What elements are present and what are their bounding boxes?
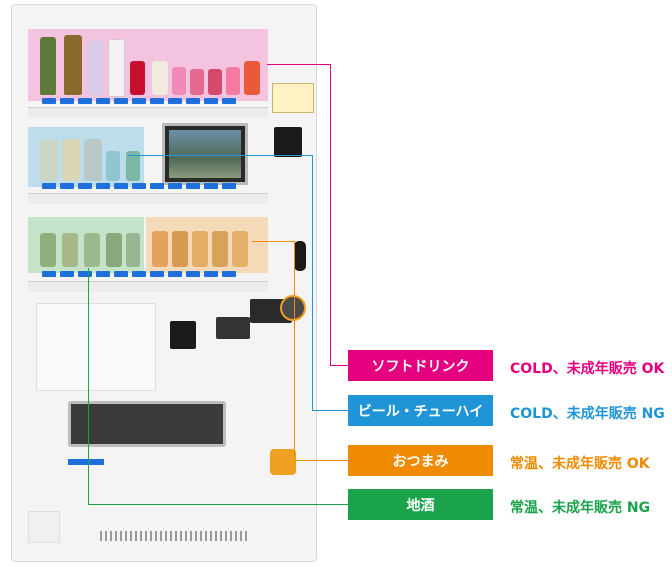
leader-line-soft-drink: [330, 64, 331, 366]
leader-line-beer-chuhai: [312, 410, 348, 411]
product-bottle: [108, 39, 125, 97]
key-lock[interactable]: [294, 241, 306, 271]
product-can: [126, 233, 140, 267]
product-can: [152, 231, 168, 267]
product-bottle: [40, 37, 56, 95]
product-can: [40, 233, 56, 267]
legend-label-snacks: おつまみ: [348, 445, 493, 476]
display-screen: [162, 123, 248, 185]
product-can: [40, 139, 58, 181]
legend-label-soft-drink: ソフトドリンク: [348, 350, 493, 381]
selection-button-row[interactable]: [42, 271, 236, 279]
change-return-cup[interactable]: [270, 449, 296, 475]
product-can: [62, 233, 78, 267]
legend-label-local-sake: 地酒: [348, 489, 493, 520]
leader-line-local-sake: [88, 504, 348, 505]
ventilation-grille: [100, 531, 250, 541]
front-panel: [36, 303, 156, 391]
product-can: [62, 139, 80, 181]
shelf: [28, 107, 268, 118]
product-can: [84, 233, 100, 267]
coin-return-lever[interactable]: [280, 295, 306, 321]
legend-desc-snacks: 常温、未成年販売 OK: [510, 456, 650, 472]
leader-line-local-sake: [88, 268, 89, 505]
bill-acceptor[interactable]: [170, 321, 196, 349]
product-can: [208, 69, 222, 95]
product-can: [172, 231, 188, 267]
receipt-slot[interactable]: [216, 317, 250, 339]
product-dispense-tray[interactable]: [68, 401, 226, 447]
product-can: [106, 233, 122, 267]
product-can: [212, 231, 228, 267]
legend-label-beer-chuhai: ビール・チューハイ: [348, 395, 493, 426]
product-can: [226, 67, 240, 95]
leader-line-beer-chuhai: [128, 155, 313, 156]
leader-line-snacks: [252, 241, 295, 242]
product-can: [126, 151, 140, 181]
product-can: [152, 61, 168, 95]
selection-button-row[interactable]: [42, 183, 236, 191]
leader-line-snacks: [294, 241, 295, 461]
product-can: [130, 61, 145, 95]
legend-desc-local-sake: 常温、未成年販売 NG: [510, 500, 651, 516]
product-can: [232, 231, 248, 267]
product-can: [84, 139, 102, 181]
leader-line-snacks: [294, 460, 348, 461]
shelf: [28, 193, 268, 204]
manufacturer-label: [68, 459, 104, 465]
product-can: [172, 67, 186, 95]
info-label-panel: [272, 83, 314, 113]
leader-line-soft-drink: [330, 365, 348, 366]
legend-desc-beer-chuhai: COLD、未成年販売 NG: [510, 406, 665, 422]
leader-line-soft-drink: [267, 64, 330, 65]
legend-desc-soft-drink: COLD、未成年販売 OK: [510, 361, 665, 377]
certification-sticker: [28, 511, 60, 543]
product-bottle: [64, 35, 82, 95]
selection-button-row[interactable]: [42, 98, 236, 106]
product-bottle: [87, 41, 103, 95]
leader-line-beer-chuhai: [312, 155, 313, 411]
product-can: [106, 151, 120, 181]
product-can: [244, 61, 260, 95]
shelf: [28, 281, 268, 292]
card-reader[interactable]: [274, 127, 302, 157]
vending-machine: [11, 4, 317, 562]
product-can: [192, 231, 208, 267]
product-can: [190, 69, 204, 95]
